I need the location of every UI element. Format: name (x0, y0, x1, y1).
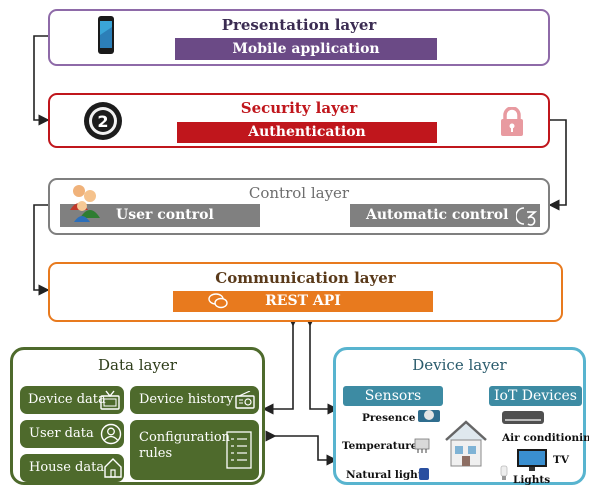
arrow-comm-data (262, 315, 299, 415)
data-layer-title: Data layer (98, 356, 177, 374)
house-data-label: House data (29, 460, 105, 475)
house-data-box: House data (20, 454, 124, 482)
tv-icon (100, 390, 120, 410)
presentation-title: Presentation layer (221, 16, 377, 34)
security-title: Security layer (240, 99, 358, 117)
arrow-security-control (540, 114, 567, 211)
lights-label: Lights (513, 474, 551, 486)
user-control-label: User control (116, 207, 214, 223)
sensors-header: Sensors (343, 386, 443, 406)
arrow-presentation-security (33, 30, 58, 126)
padlock-icon (499, 106, 525, 141)
user-control-bar: User control (60, 204, 260, 227)
control-layer: Control layer User control Automatic con… (48, 178, 550, 235)
temperature-label: Temperature (342, 440, 418, 452)
presence-label: Presence (362, 412, 416, 424)
authentication-bar: Authentication (177, 122, 437, 143)
user-icon (100, 423, 122, 445)
tv-device-icon (516, 448, 548, 476)
automatic-control-bar: Automatic control (350, 204, 540, 227)
presence-sensor-icon (416, 406, 444, 428)
automation-icon (515, 206, 538, 230)
presentation-layer: Presentation layer Mobile application (48, 9, 550, 66)
mobile-application-bar: Mobile application (175, 38, 437, 60)
rest-api-bar: REST API (173, 291, 433, 312)
device-layer: Device layer Sensors IoT Devices Presenc… (333, 347, 589, 486)
radio-icon (235, 391, 255, 409)
automatic-control-label: Automatic control (366, 207, 509, 223)
checklist-icon (226, 431, 252, 469)
arrow-data-device (265, 430, 338, 466)
natural-light-label: Natural light (346, 469, 423, 481)
arrow-control-communication (33, 199, 58, 296)
iot-devices-header: IoT Devices (489, 386, 582, 406)
configuration-rules-label: Configuration rules (139, 430, 231, 461)
communication-title: Communication layer (215, 269, 396, 287)
device-data-box: Device data (20, 386, 124, 414)
svg-text:2: 2 (97, 112, 108, 131)
configuration-rules-box: Configuration rules (130, 420, 259, 480)
communication-layer: Communication layer REST API (48, 262, 563, 322)
light-bulb-icon (499, 465, 509, 485)
device-history-label: Device history (139, 392, 234, 407)
control-title: Control layer (248, 184, 350, 202)
air-conditioning-label: Air conditioning (502, 432, 589, 444)
users-icon (68, 182, 102, 226)
two-factor-icon: 2 (83, 101, 123, 145)
light-sensor-icon (418, 466, 430, 485)
tv-label: TV (553, 454, 569, 466)
device-layer-title: Device layer (412, 356, 507, 374)
smartphone-icon (97, 15, 115, 59)
house-icon (442, 418, 490, 474)
air-conditioner-icon (501, 410, 545, 430)
device-data-label: Device data (28, 392, 106, 407)
house-icon (104, 458, 122, 478)
temperature-sensor-icon (412, 436, 434, 458)
chat-icon (208, 292, 228, 314)
security-layer: Security layer Authentication 2 (48, 93, 550, 148)
device-history-box: Device history (130, 386, 259, 414)
data-layer: Data layer Device data Device history Us… (10, 347, 265, 485)
user-data-label: User data (29, 426, 94, 441)
user-data-box: User data (20, 420, 124, 448)
